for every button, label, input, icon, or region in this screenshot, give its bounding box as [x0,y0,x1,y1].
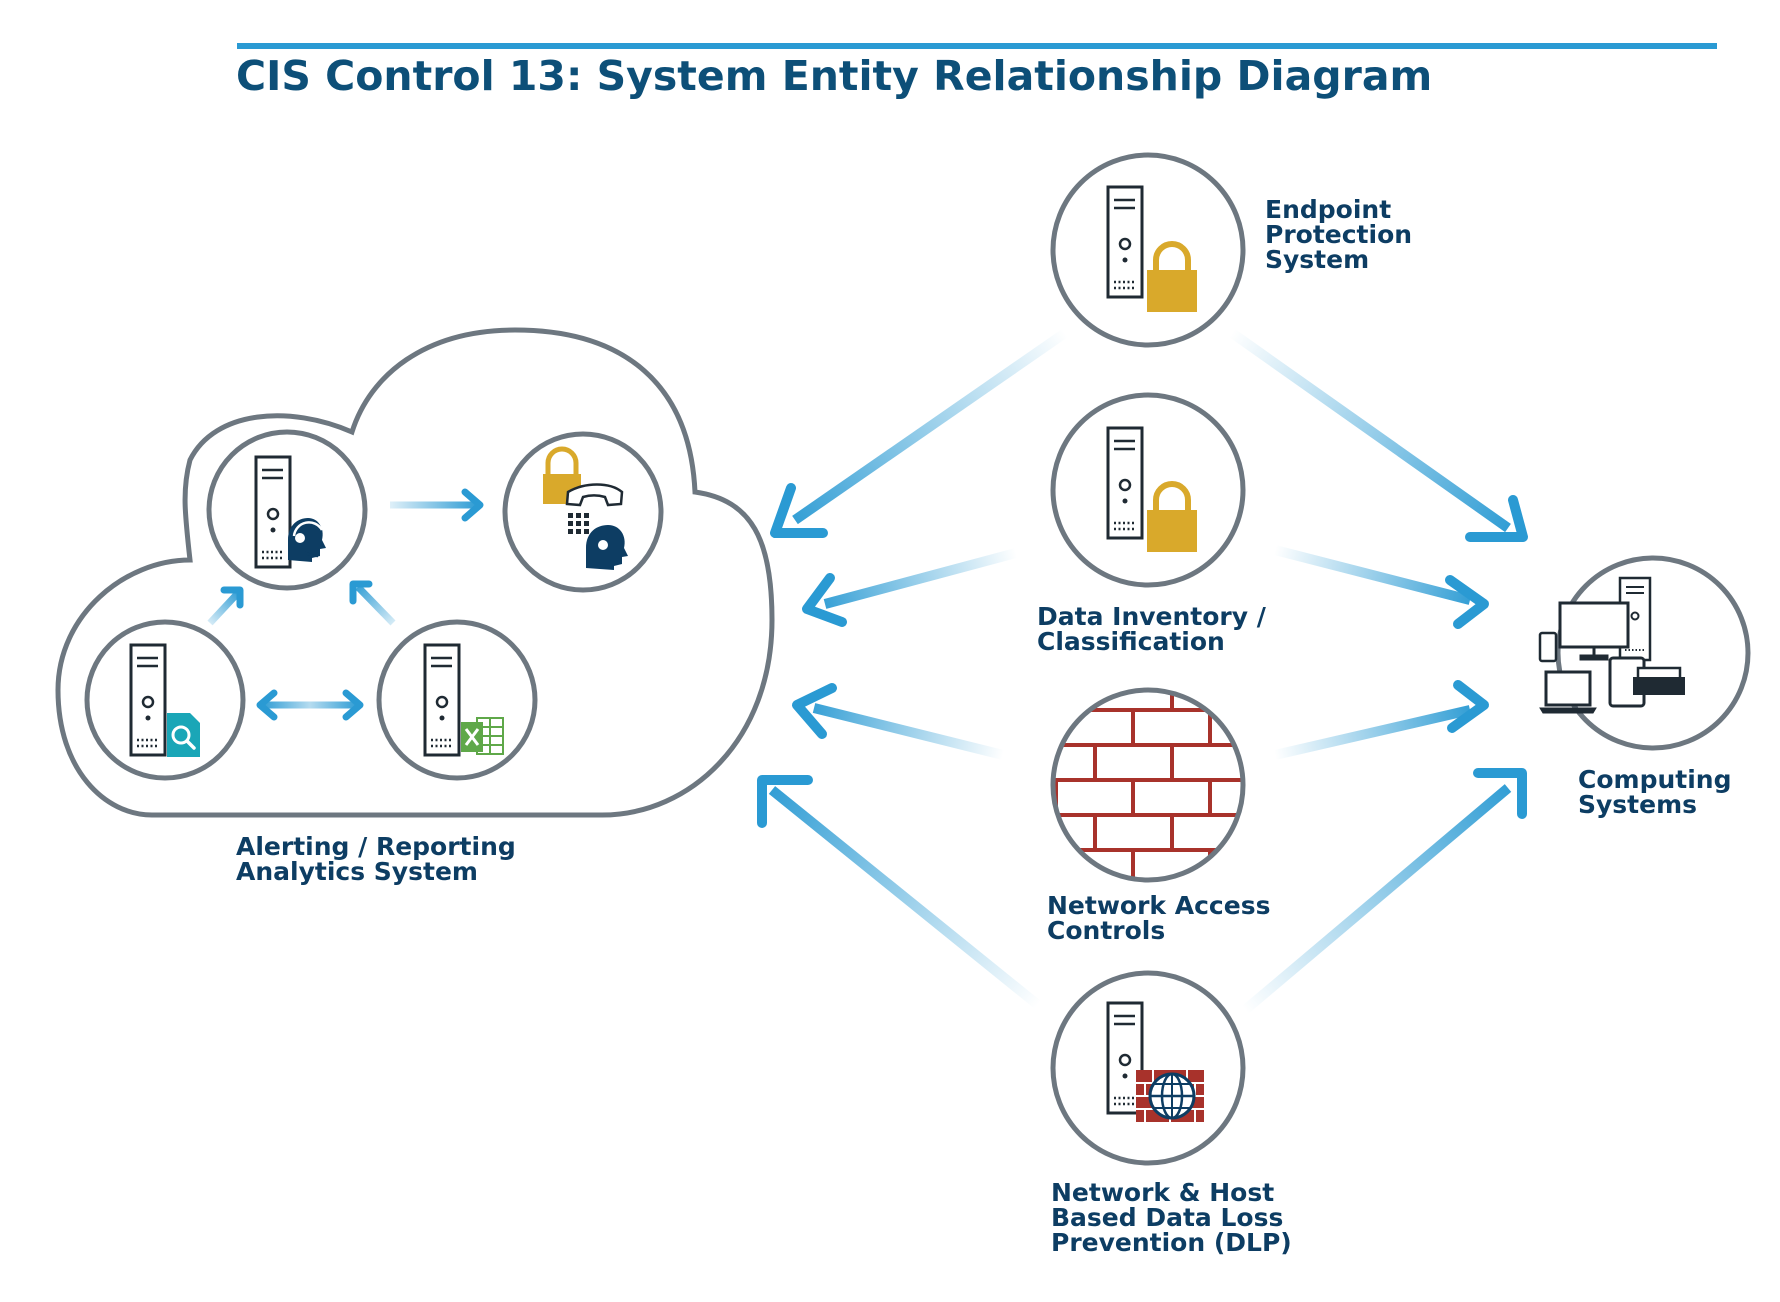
node-dlp [1050,970,1246,1166]
arrow-dlp-to-alerting [757,775,1042,1009]
cloud-node-spreadsheet-server [376,619,538,781]
server-icon [423,643,461,757]
label-computing-systems: Computing Systems [1578,765,1740,819]
server-icon [1106,426,1144,540]
arrow-inventory-to-computing [1273,545,1489,629]
person-icon [586,525,628,570]
node-endpoint-protection [1050,152,1246,348]
devices-icon [1538,576,1685,714]
cloud-arrow-search-spreadsheet [256,689,364,721]
label-alerting-reporting: Alerting / Reporting Analytics System [236,832,525,886]
header-rule [237,43,1717,49]
server-icon [1106,185,1144,299]
firewall-globe-icon [1136,1070,1204,1122]
phone-icon [565,483,624,534]
headset-person-icon [288,518,326,562]
arrow-inventory-to-alerting [802,548,1018,627]
cloud-node-analyst-server [206,429,368,591]
label-dlp: Network & Host Based Data Loss Preventio… [1051,1178,1292,1257]
label-data-inventory: Data Inventory / Classification [1037,602,1275,656]
cloud-node-search-report-server [84,619,246,781]
server-icon [129,643,167,757]
excel-icon [461,717,504,755]
node-network-access [1050,687,1246,883]
label-network-access: Network Access Controls [1047,891,1279,945]
arrow-endpoint-to-alerting [770,328,1068,538]
arrow-network-to-computing [1273,680,1489,760]
page-title: CIS Control 13: System Entity Relationsh… [236,52,1432,100]
node-data-inventory [1050,392,1246,588]
cloud-arrow-spreadsheet-to-analyst [349,580,396,626]
label-endpoint-protection: Endpoint Protection System [1265,195,1421,274]
cloud-arrow-analyst-to-phone [390,488,484,522]
arrow-endpoint-to-computing [1229,328,1528,542]
arrow-dlp-to-computing [1241,768,1527,1014]
cloud-node-secure-phone [502,431,664,593]
arrow-network-to-alerting [792,683,1005,760]
cloud-arrow-search-to-analyst [207,586,244,626]
node-computing-systems [1538,555,1751,751]
server-icon [254,455,292,569]
search-document-icon [167,713,200,757]
